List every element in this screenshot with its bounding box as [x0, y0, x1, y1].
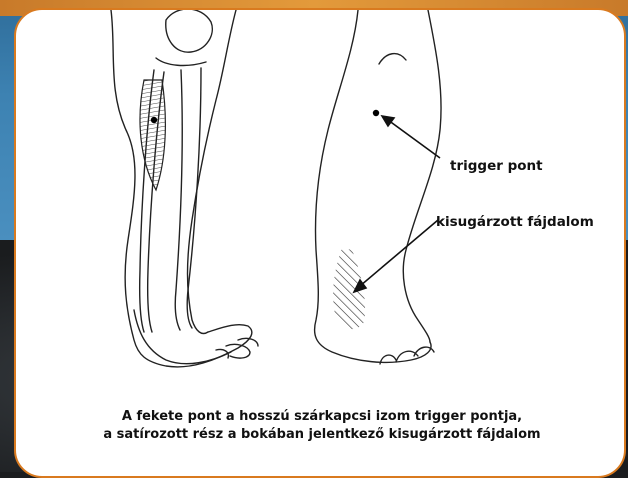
left-trigger-dot	[151, 117, 157, 123]
referred-pain-label: kisugárzott fájdalom	[436, 214, 594, 230]
pointer-lines	[354, 116, 440, 292]
caption-line-2: a satírozott rész a bokában jelentkező k…	[16, 426, 626, 444]
trigger-point-label: trigger pont	[450, 158, 543, 174]
right-leg-outline	[315, 10, 442, 364]
diagram-card: trigger pont kisugárzott fájdalom A feke…	[14, 8, 626, 478]
left-leg-anatomy	[111, 10, 258, 367]
right-trigger-dot	[373, 110, 379, 116]
figure-caption: A fekete pont a hosszú szárkapcsi izom t…	[16, 408, 626, 444]
caption-line-1: A fekete pont a hosszú szárkapcsi izom t…	[16, 408, 626, 426]
